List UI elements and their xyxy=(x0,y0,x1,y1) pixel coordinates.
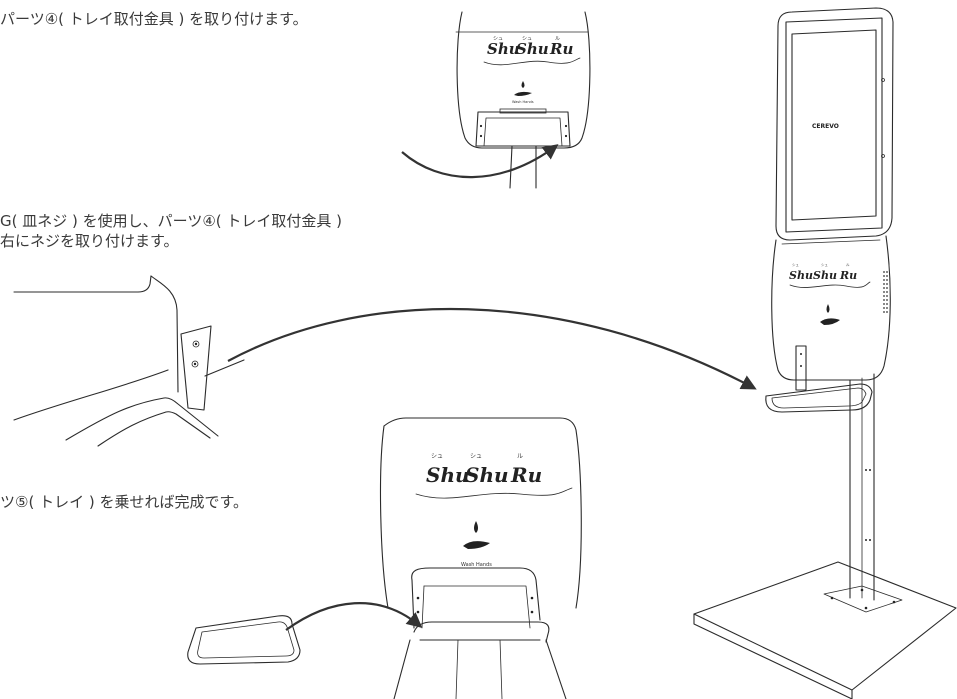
brand-word-3-stand: Ru xyxy=(839,269,857,282)
water-drop-icon-stand xyxy=(826,304,830,313)
furigana-1-stand: シュ xyxy=(792,263,799,267)
brand-word-3-large: Ru xyxy=(510,463,542,487)
brand-word-2-large: Shu xyxy=(465,463,509,487)
figure-bracket-mount: シュ シュ ル Shu Shu Ru Wash Hands xyxy=(401,11,591,189)
hand-icon xyxy=(514,91,532,96)
furigana-1: シュ xyxy=(493,36,503,42)
figure-screw-detail xyxy=(13,275,757,447)
water-drop-icon xyxy=(521,81,525,88)
brand-word-1-stand: Shu xyxy=(789,269,813,282)
screen-logo: CEREVO xyxy=(812,123,839,130)
instruction-step-2-line-2: 右にネジを取り付けます。 xyxy=(0,232,179,250)
figure-complete-stand: CEREVO シュ シュ ル Shu Shu Ru xyxy=(693,7,957,699)
furigana-2-large: シュ xyxy=(470,453,482,460)
furigana-2: シュ xyxy=(522,36,532,42)
furigana-3: ル xyxy=(555,36,560,42)
instruction-step-1: パーツ④( トレイ取付金具 ) を取り付けます。 xyxy=(0,10,308,28)
brand-word-1-large: Shu xyxy=(426,463,470,487)
instruction-step-3: ツ⑤( トレイ ) を乗せれば完成です。 xyxy=(0,493,248,511)
brand-word-2-stand: Shu xyxy=(813,269,837,282)
furigana-1-large: シュ xyxy=(431,453,443,460)
water-drop-icon-large xyxy=(474,521,478,533)
furigana-3-stand: ル xyxy=(846,263,850,267)
brand-word-1: Shu xyxy=(487,40,520,58)
brand-word-2: Shu xyxy=(516,40,549,58)
furigana-2-stand: シュ xyxy=(821,263,828,267)
instruction-step-2-line-1: G( 皿ネジ ) を使用し、パーツ④( トレイ取付金具 ) xyxy=(0,212,343,230)
wash-hands-label: Wash Hands xyxy=(512,100,534,104)
brand-word-3: Ru xyxy=(549,40,573,58)
furigana-3-large: ル xyxy=(517,453,523,460)
hand-icon-stand xyxy=(820,318,840,325)
hand-icon-large xyxy=(463,541,490,549)
figure-tray-placement: シュ シュ ル Shu Shu Ru Wash Hands xyxy=(187,417,582,699)
speaker-grille xyxy=(883,271,888,313)
wash-hands-label-large: Wash Hands xyxy=(461,562,492,568)
